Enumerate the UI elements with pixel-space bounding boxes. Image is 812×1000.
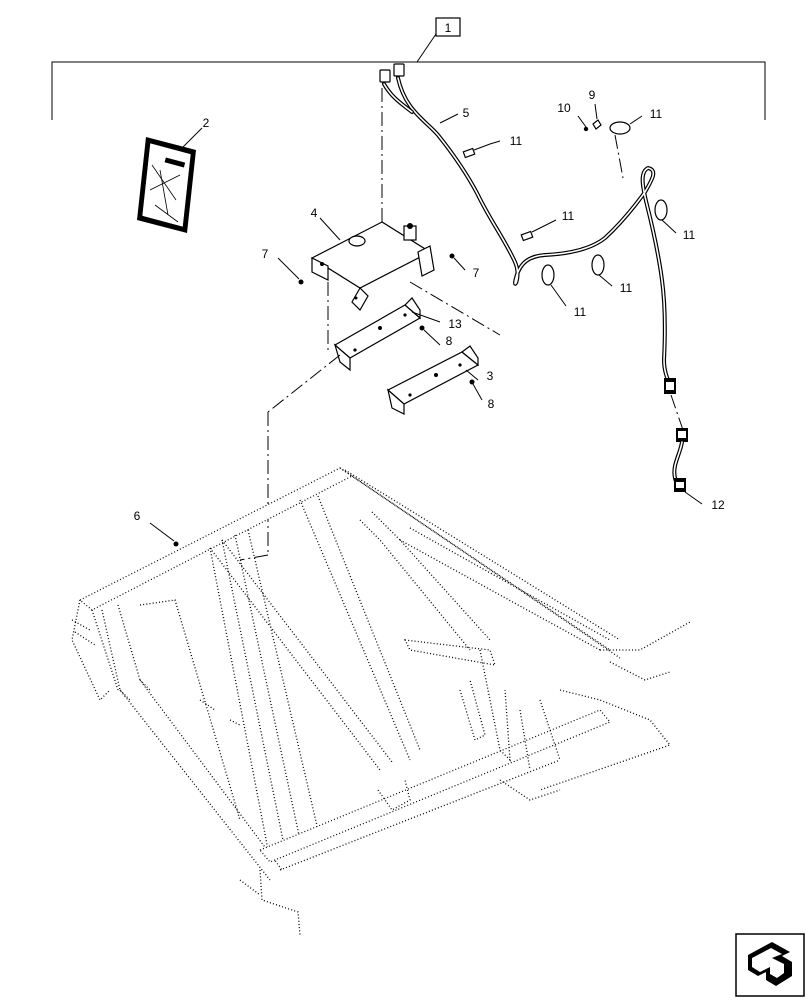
callout-3[interactable]: 3 [487, 369, 494, 383]
callout-10[interactable]: 10 [557, 101, 571, 115]
callout-9[interactable]: 9 [589, 88, 596, 102]
callout-11-c[interactable]: 11 [562, 209, 575, 223]
callout-2[interactable]: 2 [203, 116, 210, 130]
callout-8-b[interactable]: 8 [488, 397, 495, 411]
callout-5[interactable]: 5 [463, 106, 470, 120]
callout-12[interactable]: 12 [711, 498, 725, 512]
next-page-arrow-icon[interactable] [735, 933, 805, 997]
callout-13[interactable]: 13 [448, 317, 462, 331]
mounting-bracket: 4 [311, 88, 435, 311]
callout-11-f[interactable]: 11 [574, 305, 587, 319]
main-wiring-harness: 5 [379, 63, 676, 394]
callout-11-b[interactable]: 11 [650, 107, 663, 121]
header-frame: 6 [71, 467, 691, 936]
callout-4[interactable]: 4 [311, 206, 318, 220]
callout-1[interactable]: 1 [445, 21, 452, 35]
cable-ties: 11 11 11 11 11 11 [462, 107, 696, 319]
mount-plates: 13 3 [327, 281, 501, 415]
callout-11-a[interactable]: 11 [510, 134, 523, 148]
assembly-bracket: 1 [51, 17, 766, 120]
nuts: 8 8 [419, 325, 495, 411]
callout-7-b[interactable]: 7 [473, 266, 480, 280]
bolts: 7 7 [262, 247, 480, 285]
operator-manual: 2 [137, 116, 210, 233]
callout-7-a[interactable]: 7 [262, 247, 269, 261]
callout-6[interactable]: 6 [134, 509, 141, 523]
callout-11-e[interactable]: 11 [620, 281, 633, 295]
pin-and-clip: 9 10 [557, 88, 624, 179]
extension-harness: 12 [670, 394, 725, 512]
assembly-guide-lines [239, 354, 341, 561]
callout-11-d[interactable]: 11 [683, 228, 696, 242]
callout-8-a[interactable]: 8 [446, 334, 453, 348]
